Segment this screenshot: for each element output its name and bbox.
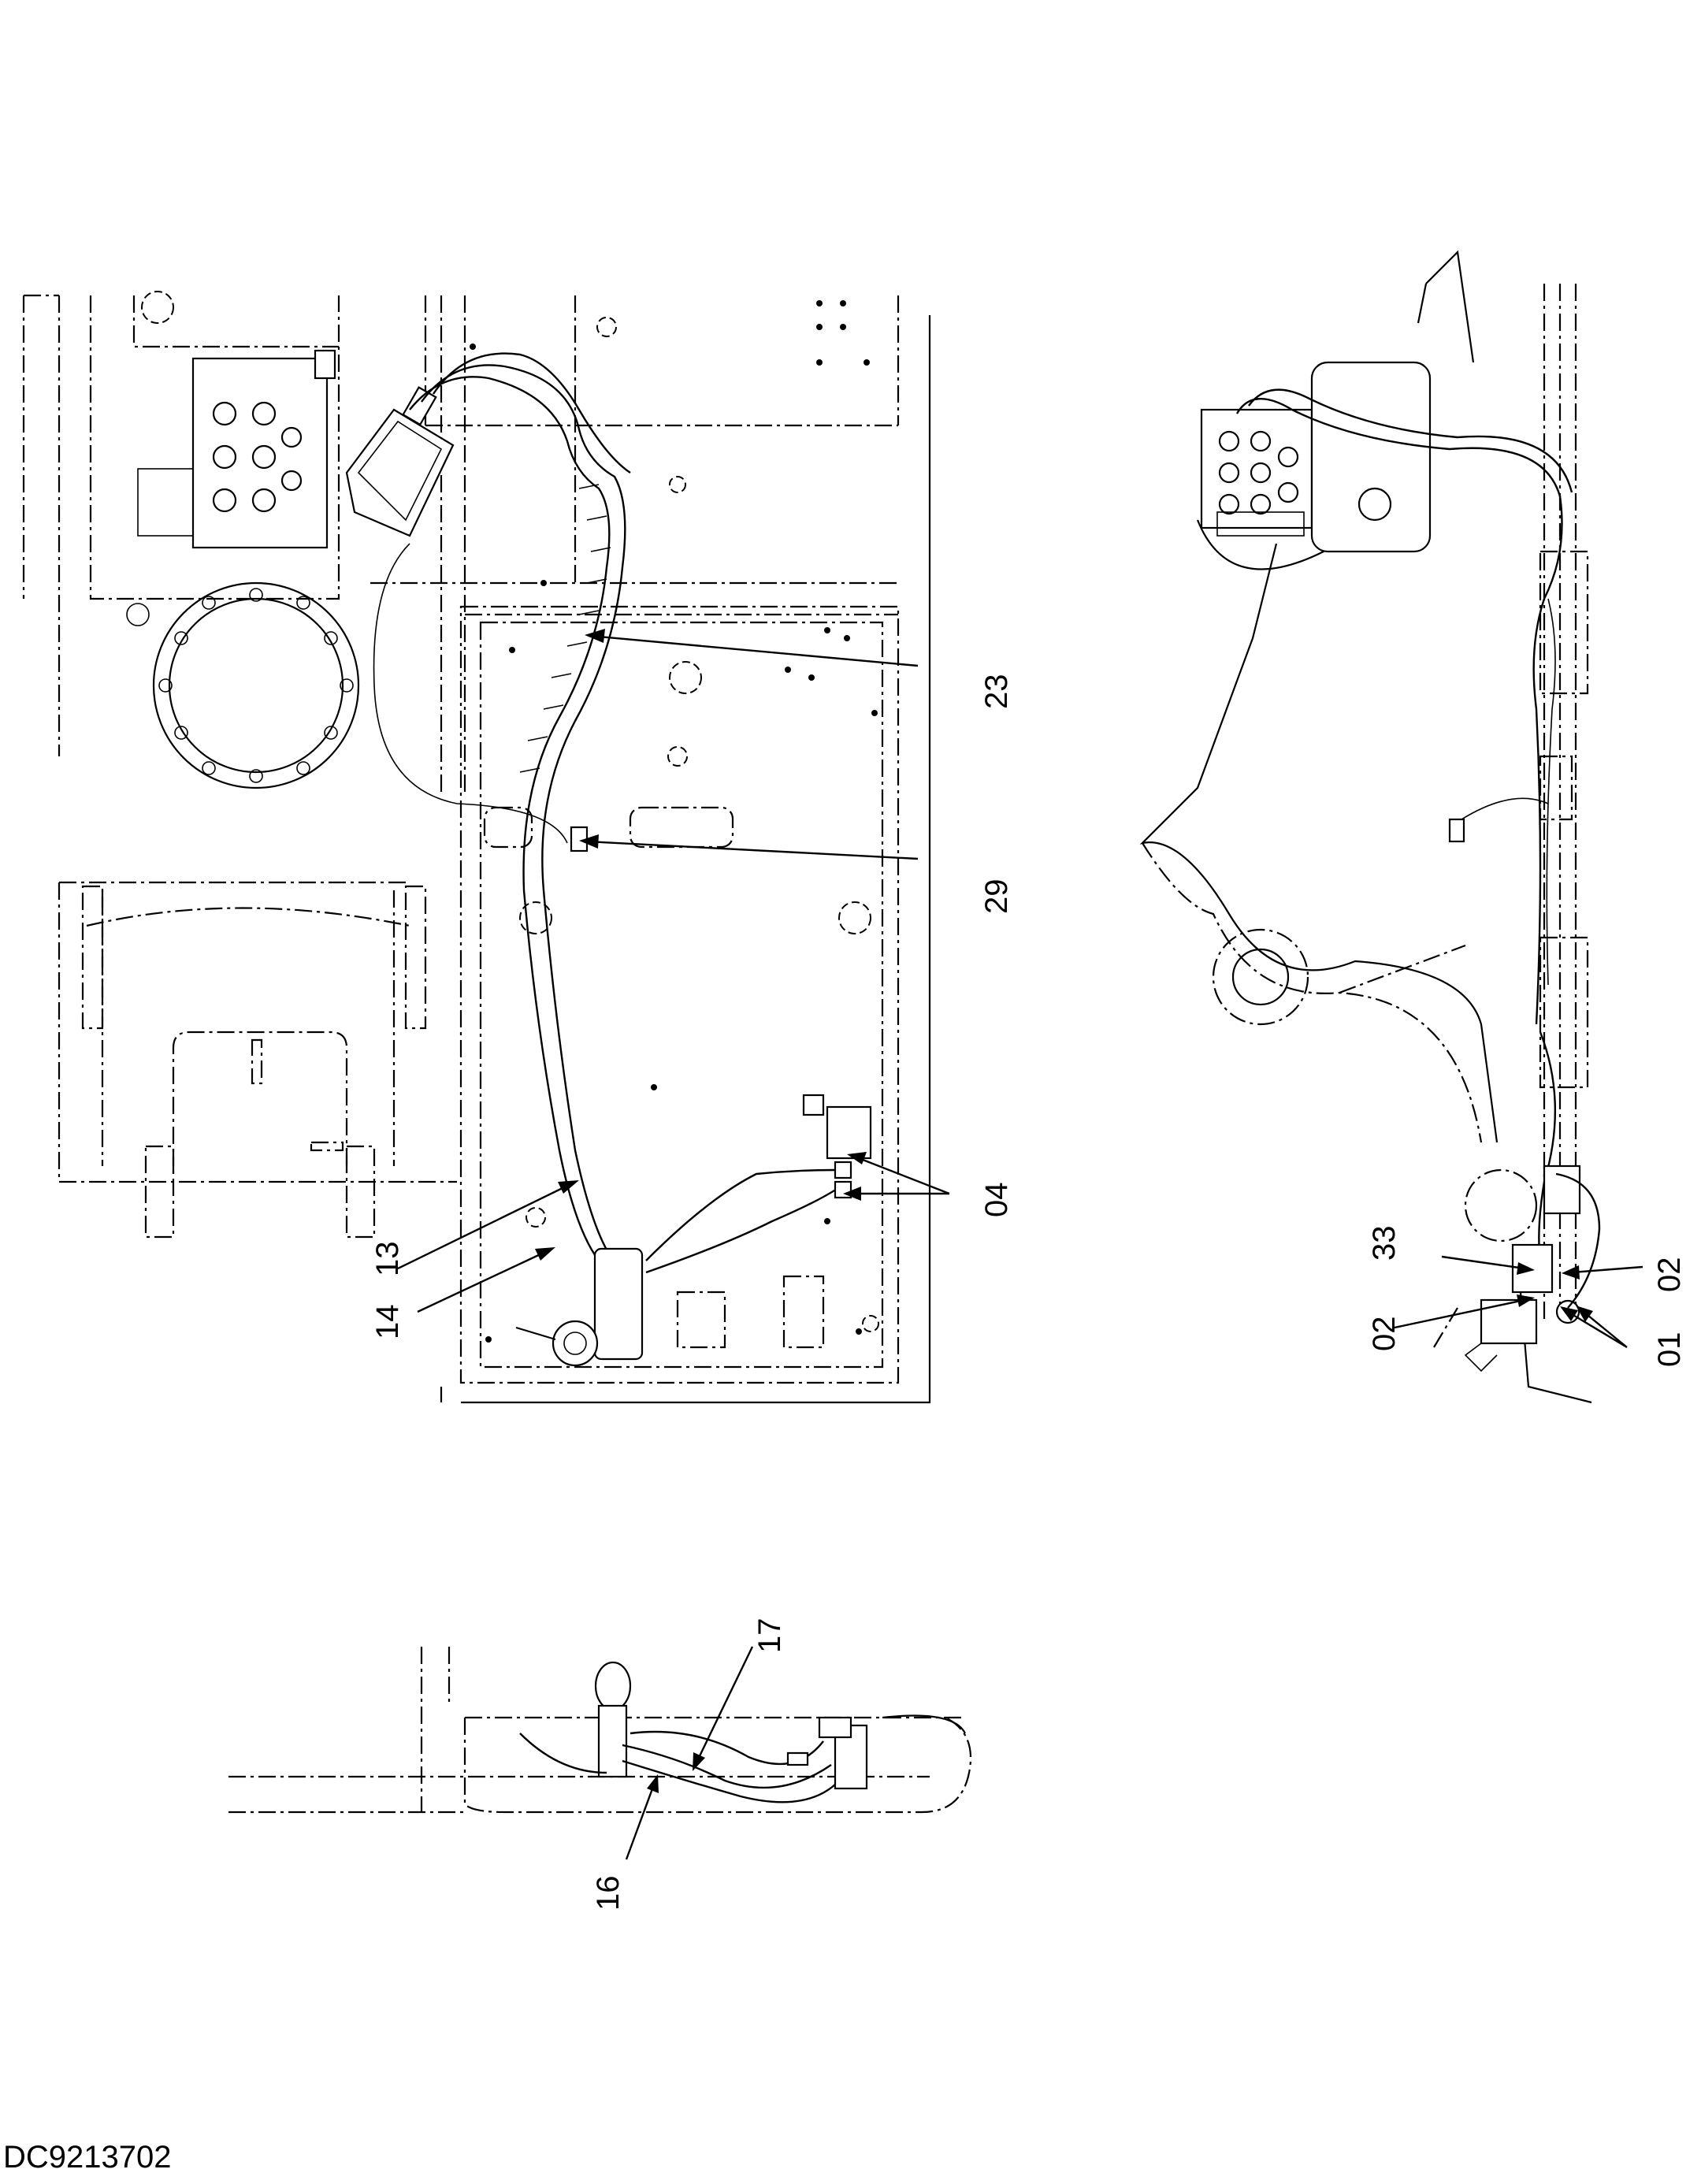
control-valve-block	[137, 349, 336, 549]
callout-14: 14	[370, 1305, 405, 1340]
callout-labels: 23 29 04 13 14 33 02 02 01 17 16	[370, 674, 1687, 1911]
callout-29: 29	[979, 879, 1014, 915]
side-pedal-valve	[1464, 1164, 1601, 1372]
ring-bolt-holes	[126, 588, 354, 783]
callout-04: 04	[979, 1183, 1014, 1218]
frame-holes	[141, 291, 879, 1349]
hose-lines	[373, 352, 852, 1274]
callout-16: 16	[591, 1876, 626, 1911]
side-hose-lines	[1235, 388, 1573, 1261]
pilot-valve-box	[345, 386, 455, 537]
callout-13: 13	[370, 1242, 405, 1277]
callout-23: 23	[979, 674, 1014, 710]
detail-view	[228, 1647, 972, 1814]
callout-01: 01	[1652, 1332, 1687, 1368]
document-code: DC9213702	[3, 2140, 172, 2175]
callout-02-right: 02	[1652, 1257, 1687, 1293]
callout-17: 17	[752, 1618, 787, 1654]
leader-lines	[397, 629, 1643, 1860]
callout-33: 33	[1367, 1226, 1402, 1261]
side-view-frame	[1139, 250, 1592, 1404]
hose-clamps	[519, 484, 611, 773]
callout-02-left: 02	[1367, 1317, 1402, 1352]
pedal-valve-assembly	[515, 1094, 872, 1367]
top-view-frame	[22, 294, 931, 1404]
side-control-valve	[1200, 361, 1432, 553]
